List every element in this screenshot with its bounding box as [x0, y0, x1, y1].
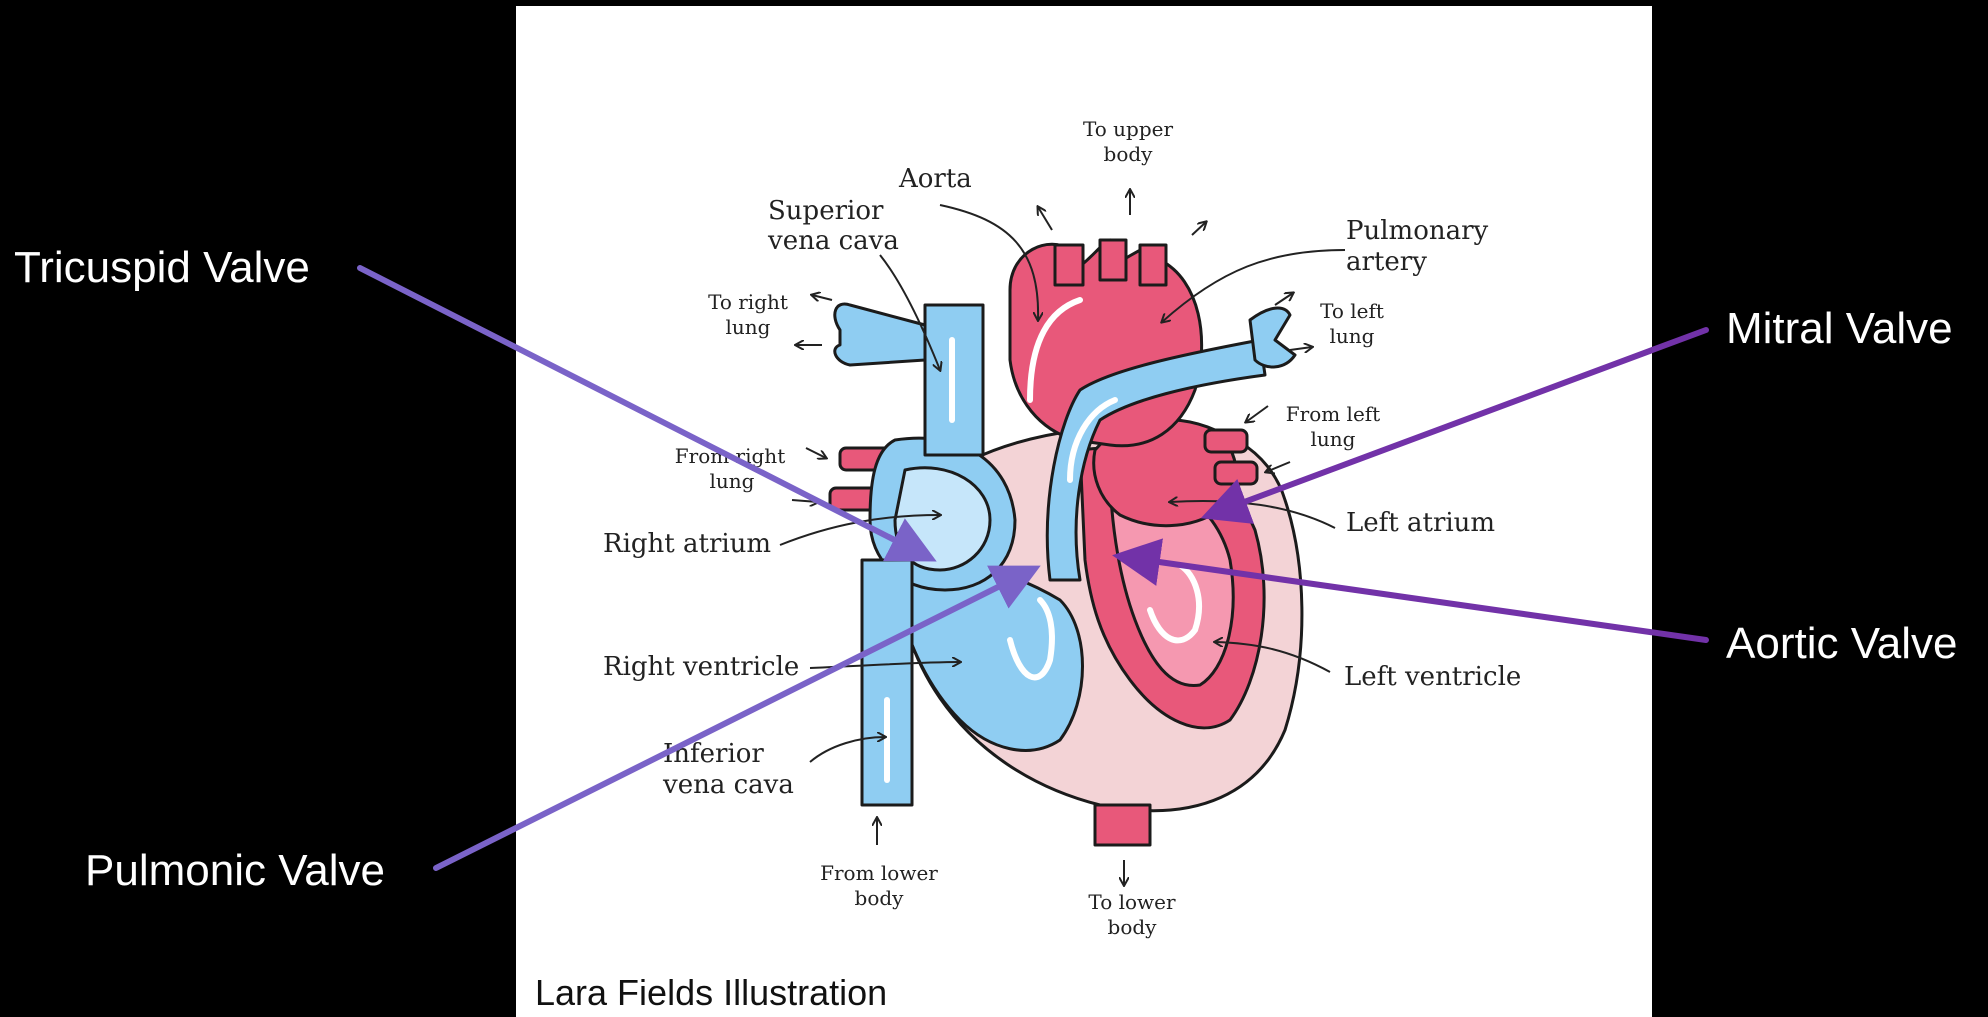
aortic-valve-callout: Aortic Valve — [1726, 622, 1958, 666]
aorta-branch-2 — [1100, 240, 1126, 280]
pulmonic-pointer — [436, 571, 1030, 868]
illustration-credit: Lara Fields Illustration — [535, 975, 887, 1011]
label-ivc-1: Inferior — [663, 739, 764, 769]
label-svc-1: Superior — [768, 196, 884, 226]
label-ivc-2: vena cava — [662, 770, 794, 800]
label-left-ventricle: Left ventricle — [1344, 662, 1521, 692]
arrow-from-right-lung-1 — [806, 448, 826, 458]
label-to-lower-body-2: body — [1108, 915, 1158, 939]
left-pulmonary-vein-2 — [1215, 462, 1257, 484]
label-right-atrium: Right atrium — [603, 529, 771, 559]
label-to-lower-body-1: To lower — [1088, 890, 1176, 914]
tricuspid-valve-callout: Tricuspid Valve — [14, 246, 310, 290]
label-to-left-lung-1: To left — [1320, 299, 1384, 323]
label-pulmonary-artery-1: Pulmonary — [1346, 216, 1489, 246]
label-to-upper-body-1: To upper — [1083, 117, 1174, 141]
pulmonic-valve-callout: Pulmonic Valve — [85, 849, 385, 893]
label-from-lower-body-2: body — [855, 886, 905, 910]
label-to-right-lung-1: To right — [708, 290, 788, 314]
label-from-left-lung-2: lung — [1311, 427, 1356, 451]
arrow-to-right-lung-1 — [812, 295, 832, 300]
label-svc-2: vena cava — [767, 226, 899, 256]
label-aorta: Aorta — [898, 164, 972, 194]
label-right-ventricle: Right ventricle — [603, 652, 799, 682]
label-pulmonary-artery-2: artery — [1346, 247, 1427, 277]
mitral-valve-callout: Mitral Valve — [1726, 307, 1953, 351]
right-pulmonary-artery — [835, 304, 925, 365]
arrow-to-left-lung-2 — [1290, 347, 1312, 350]
label-to-upper-body-2: body — [1104, 142, 1154, 166]
label-to-left-lung-2: lung — [1330, 324, 1375, 348]
descending-aorta — [1095, 805, 1150, 845]
left-pulmonary-vein-1 — [1205, 430, 1247, 452]
arrow-upper-right — [1192, 222, 1206, 235]
label-from-right-lung-2: lung — [710, 469, 755, 493]
label-to-right-lung-2: lung — [726, 315, 771, 339]
label-from-lower-body-1: From lower — [820, 861, 938, 885]
arrow-from-left-lung-1 — [1246, 406, 1268, 422]
arrow-upper-left — [1038, 207, 1052, 230]
aorta-branch-1 — [1055, 245, 1083, 285]
aorta-branch-3 — [1140, 245, 1166, 285]
left-pulmonary-artery — [1250, 308, 1295, 367]
label-left-atrium: Left atrium — [1346, 508, 1495, 538]
label-from-left-lung-1: From left — [1286, 402, 1380, 426]
arrow-to-left-lung-1 — [1275, 293, 1293, 305]
